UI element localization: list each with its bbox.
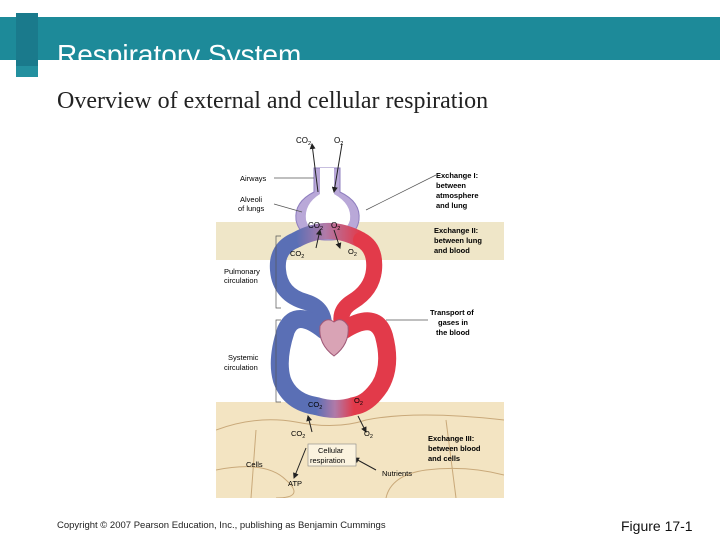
top-o2-label: O2 [334,136,343,147]
o2-tissue-arrow [357,415,367,433]
cell-outline [216,414,504,431]
pulmonary-vein [333,232,383,338]
systemic-vein [270,310,333,415]
svg-text:Exchange I:: Exchange I: [436,171,478,180]
svg-text:Transport of: Transport of [430,308,474,317]
systemic-label-2: circulation [224,363,258,372]
cells-label: Cells [246,460,263,469]
alveoli-co2-label: CO2 [308,221,323,232]
header-bar [0,17,720,60]
pulmonary-label-2: circulation [224,276,258,285]
pulmonary-o2-label: O2 [348,247,357,258]
systemic-label-1: Systemic [228,353,259,362]
alveoli-label-1: Alveoli [240,195,262,204]
pulmonary-capillaries [292,223,365,248]
svg-text:Exchange III:: Exchange III: [428,434,474,443]
tissue-band [216,402,504,498]
header-accent-bottom [16,66,38,77]
cell-outline [445,419,457,498]
svg-text:and blood: and blood [434,246,470,255]
cell-outline [250,429,257,498]
nutrients-label: Nutrients [382,469,412,478]
svg-text:between: between [436,181,466,190]
alveoli-leader [273,203,303,213]
slide-title: Respiratory System [57,40,302,62]
exchange-ii-label: Exchange II: between lung and blood [434,226,482,255]
systemic-o2-label: O2 [354,396,363,407]
pulmonary-label-1: Pulmonary [224,267,260,276]
nutrients-arrow [353,457,377,471]
o2-in-arrow [331,143,343,193]
atp-label: ATP [288,479,302,488]
svg-text:and cells: and cells [428,454,460,463]
alveoli-o2-label: O2 [331,221,340,232]
svg-text:Exchange II:: Exchange II: [434,226,478,235]
svg-text:the blood: the blood [436,328,470,337]
cell-outline [216,466,295,498]
systemic-artery [335,312,397,415]
top-co2-label: CO2 [296,136,311,147]
svg-text:between blood: between blood [428,444,481,453]
systemic-co2-label: CO2 [308,400,322,411]
copyright-notice: Copyright © 2007 Pearson Education, Inc.… [57,520,386,531]
exchange-i-leader [365,174,437,211]
exchange-iii-label: Exchange III: between blood and cells [428,434,481,463]
cellular-label-2: respiration [310,456,345,465]
exchange-i-label: Exchange I: between atmosphere and lung [436,171,479,210]
cellular-respiration-box [307,443,357,467]
o2-alveoli-arrow [333,229,342,249]
airways-label: Airways [240,174,267,183]
slide-subtitle: Overview of external and cellular respir… [57,88,489,114]
heart [319,319,349,357]
pulmonary-artery [269,232,333,338]
svg-text:atmosphere: atmosphere [436,191,479,200]
header-accent-block [16,13,38,77]
svg-text:and lung: and lung [436,201,468,210]
alveoli-label-2: of lungs [238,204,265,213]
figure-number: Figure 17-1 [621,518,693,534]
systemic-capillaries [313,397,357,418]
systemic-bracket [275,319,281,403]
cellular-label-1: Cellular [318,446,344,455]
svg-text:gases in: gases in [438,318,468,327]
co2-alveoli-arrow [315,229,322,249]
airway-lumen [305,168,351,234]
cell-outline [385,467,504,498]
respiration-diagram: CO2 O2 Airways Alveoli of lungs CO2 O2 C… [216,130,504,498]
co2-out-arrow [309,143,319,193]
co2-tissue-arrow [306,415,313,433]
transport-label: Transport of gases in the blood [430,308,474,337]
pulmonary-co2-label: CO2 [290,249,304,260]
atp-arrow [293,447,307,479]
tissue-o2-label: O2 [364,429,373,440]
tissue-co2-label: CO2 [291,429,305,440]
svg-text:between lung: between lung [434,236,482,245]
pulmonary-bracket [275,235,281,309]
